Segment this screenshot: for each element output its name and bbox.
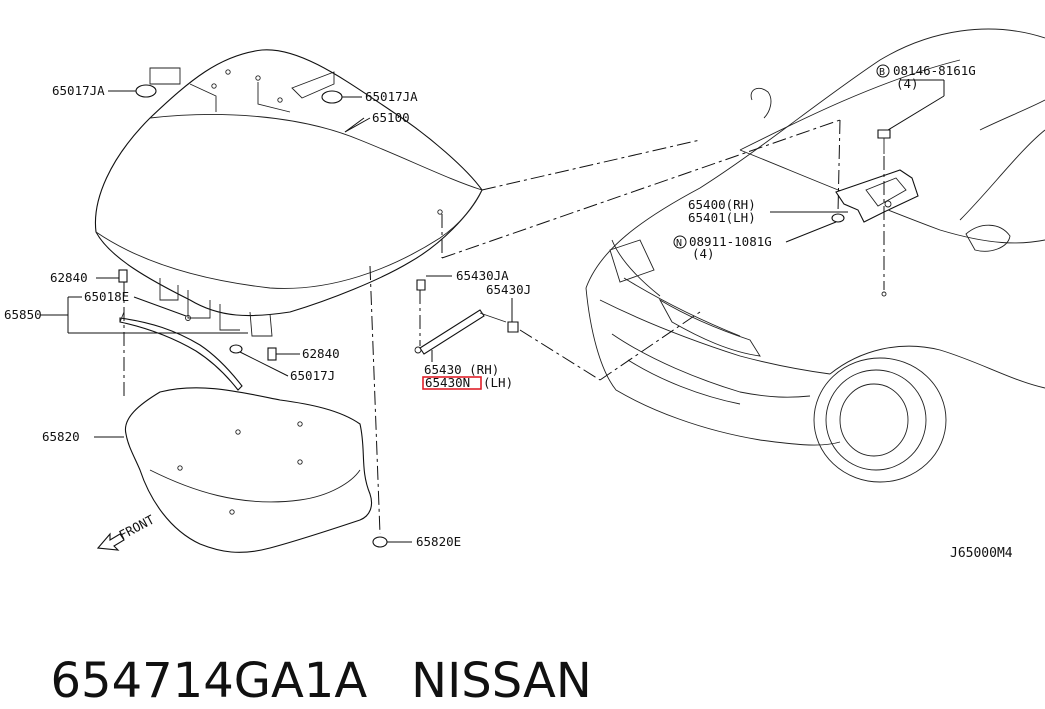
clip-65820e (372, 536, 388, 548)
label-65430n-lh: (LH) (483, 375, 513, 390)
label-62840-bottom: 62840 (302, 346, 340, 361)
hood-strut (414, 279, 519, 355)
front-direction-indicator: FRONT (96, 512, 157, 551)
nut-mark-circle (673, 235, 687, 249)
label-65017ja-right: 65017JA (365, 89, 418, 104)
label-65018e: 65018E (84, 289, 129, 304)
bolt-mark: B (879, 67, 885, 78)
label-65400: 65400(RH) (688, 197, 756, 212)
footer-caption: 654714GA1A NISSAN (20, 597, 592, 709)
vehicle-outline (585, 28, 1045, 483)
hood-seal (119, 317, 243, 391)
label-65017j: 65017J (290, 368, 335, 383)
diagram-code: J65000M4 (950, 546, 1013, 561)
bolt-mark-circle (876, 64, 890, 78)
label-65017ja-left: 65017JA (52, 83, 105, 98)
grommet-65017ja-right (321, 90, 343, 104)
brand-name: NISSAN (411, 653, 592, 709)
bumper-62840-top (118, 269, 128, 283)
label-65850: 65850 (4, 307, 42, 322)
label-62840-top: 62840 (50, 270, 88, 285)
nut-mark: N (676, 238, 682, 249)
label-65401: 65401(LH) (688, 210, 756, 225)
label-65820e: 65820E (416, 534, 461, 549)
grommet-65017ja-left (135, 84, 157, 98)
engine-under-cover (124, 387, 373, 553)
hood-panel (94, 49, 483, 337)
hood-hinge (835, 169, 919, 223)
part-number: 654714GA1A (50, 653, 368, 709)
label-65100: 65100 (372, 110, 410, 125)
label-65430ja: 65430JA (456, 268, 509, 283)
highlight-box (422, 376, 482, 390)
label-08146-qty: (4) (896, 76, 919, 91)
grommet-65017j (229, 344, 243, 354)
label-front: FRONT (116, 512, 157, 543)
label-65430-rh: 65430 (RH) (424, 362, 499, 377)
label-08911-qty: (4) (692, 246, 715, 261)
parts-diagram: 65017JA 65017JA 65100 62840 65018E 65850… (4, 28, 1045, 561)
bumper-62840-bottom (267, 347, 277, 361)
label-08911: 08911-1081G (689, 234, 772, 249)
label-08146: 08146-8161G (893, 63, 976, 78)
label-65430n: 65430N (425, 375, 470, 390)
label-65820: 65820 (42, 429, 80, 444)
label-65430j: 65430J (486, 282, 531, 297)
